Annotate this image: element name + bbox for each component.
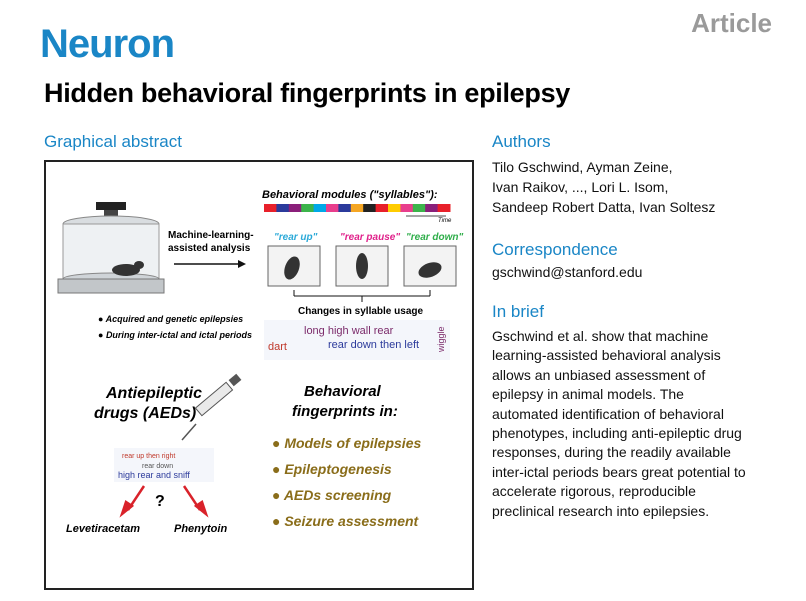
wordcloud-word: long high wall rear [304, 325, 394, 337]
in-brief-line: learning-assisted behavioral analysis [492, 347, 721, 364]
fingerprint-item: ● AEDs screening [272, 487, 392, 503]
arrow-right-icon [174, 260, 246, 268]
rear-down-mouse-image [403, 245, 457, 287]
authors-line: Ivan Raikov, ..., Lori L. Isom, [492, 179, 669, 195]
bullet-acquired-genetic: ● Acquired and genetic epilepsies [98, 314, 243, 324]
module-segment [375, 204, 389, 212]
aed-title-line-2: drugs (AEDs) [94, 405, 196, 422]
drug-phenytoin: Phenytoin [174, 523, 227, 535]
wordcloud-word: dart [268, 341, 287, 353]
wordcloud-word: high rear and sniff [118, 470, 190, 480]
syllable-rear-down: "rear down" [406, 232, 464, 243]
fingerprint-item: ● Epileptogenesis [272, 461, 392, 477]
in-brief-text: Gschwind et al. show that machine learni… [492, 327, 792, 521]
branch-lines [293, 290, 431, 302]
fingerprints-list: ● Models of epilepsies ● Epileptogenesis ●… [272, 435, 421, 529]
article-type-label: Article [691, 8, 772, 38]
correspondence-heading: Correspondence [492, 240, 618, 259]
fingerprints-title-line-2: fingerprints in: [292, 403, 398, 420]
changes-label: Changes in syllable usage [298, 306, 423, 317]
ml-label-line-2: assisted analysis [168, 243, 251, 254]
rear-pause-mouse-image [335, 245, 389, 287]
module-segment [400, 204, 414, 212]
bullet-ictal-periods: ● During inter-ictal and ictal periods [98, 330, 252, 340]
module-segment [350, 204, 364, 212]
time-label: Time [438, 218, 452, 224]
in-brief-line: accelerate rigorous, reproducible [492, 483, 696, 500]
wordcloud-word: rear down [142, 463, 173, 470]
question-mark: ? [155, 493, 165, 510]
journal-name: Neuron [40, 22, 175, 66]
in-brief-line: responses, during the readily available [492, 444, 731, 461]
graphical-abstract-heading: Graphical abstract [44, 132, 182, 151]
authors-line: Tilo Gschwind, Ayman Zeine, [492, 159, 673, 175]
wordcloud-word: wiggle [436, 326, 446, 353]
in-brief-line: Gschwind et al. show that machine [492, 328, 709, 344]
in-brief-line: phenotypes, including anti-epileptic dru… [492, 425, 742, 442]
module-segment [288, 204, 302, 212]
module-segment [276, 204, 290, 212]
wordcloud-word: rear up then right [122, 453, 175, 460]
red-arrows [119, 485, 209, 518]
authors-line: Sandeep Robert Datta, Ivan Soltesz [492, 199, 716, 215]
modules-title: Behavioral modules ("syllables"): [262, 189, 438, 201]
module-segment [425, 204, 439, 212]
module-segment [363, 204, 377, 212]
wordcloud-word: rear down then left [328, 339, 419, 351]
module-segment [388, 204, 401, 212]
in-brief-line: allows an unbiased assessment of [492, 366, 706, 383]
fingerprints-title-line-1: Behavioral [304, 383, 382, 400]
module-segment [437, 204, 451, 212]
in-brief-heading: In brief [492, 302, 544, 321]
fingerprint-item: ● Models of epilepsies [272, 435, 421, 451]
aed-title-line-1: Antiepileptic [105, 385, 202, 402]
module-segment [301, 204, 315, 212]
modules-color-bar [264, 204, 451, 212]
ml-label-line-1: Machine-learning- [168, 230, 254, 241]
drug-levetiracetam: Levetiracetam [66, 523, 140, 535]
in-brief-line: inter-ictal periods bears great potentia… [492, 463, 746, 480]
article-title: Hidden behavioral fingerprints in epilep… [44, 78, 571, 108]
module-segment [412, 204, 426, 212]
aed-wordcloud: rear up then right rear down high rear a… [114, 448, 214, 482]
syllable-rear-pause: "rear pause" [340, 232, 400, 243]
module-segment [326, 204, 339, 212]
module-segment [264, 204, 277, 212]
graphical-abstract-figure: Machine-learning- assisted analysis Beha… [57, 189, 464, 535]
authors-list: Tilo Gschwind, Ayman Zeine, Ivan Raikov,… [492, 157, 792, 217]
fingerprint-item: ● Seizure assessment [272, 513, 420, 529]
authors-heading: Authors [492, 132, 551, 151]
syringe-icon [181, 373, 242, 441]
in-brief-line: preclinical research into epilepsies. [492, 502, 710, 519]
syllable-wordcloud: long high wall rear dart rear down then … [264, 320, 450, 360]
rear-up-mouse-image [267, 245, 321, 287]
module-segment [313, 204, 327, 212]
in-brief-line: epilepsy in animal models. The [492, 386, 684, 403]
syllable-rear-up: "rear up" [274, 232, 318, 243]
correspondence-email[interactable]: gschwind@stanford.edu [492, 264, 643, 280]
graphical-abstract-box: Machine-learning- assisted analysis Beha… [44, 160, 474, 590]
in-brief-line: automated identification of behavioral [492, 405, 724, 422]
mouse-cage-icon [57, 202, 165, 294]
module-segment [338, 204, 352, 212]
